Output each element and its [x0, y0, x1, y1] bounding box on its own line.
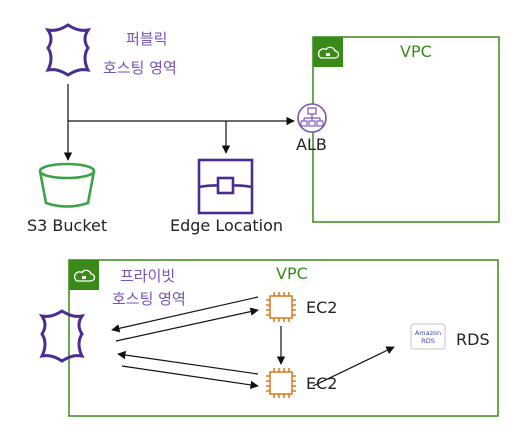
private-hosting-label-line2: 호스팅 영역 [112, 290, 186, 308]
vpc-top-label: VPC [400, 42, 432, 61]
s3-bucket-label: S3 Bucket [27, 216, 108, 235]
route53-private-shield-icon [38, 309, 86, 363]
vpc-bottom-label: VPC [276, 264, 308, 283]
public-hosting-label-line2: 호스팅 영역 [103, 59, 177, 77]
vpc-top-cloud-icon [313, 37, 343, 67]
public-hosting-label-line1: 퍼블릭 [126, 30, 168, 48]
private-connectors [111, 296, 395, 390]
route53-public-shield-icon [44, 23, 92, 77]
alb-icon [297, 103, 327, 133]
edge-location-icon [197, 158, 254, 215]
vpc-bottom-cloud-icon [69, 260, 99, 290]
vpc-top-box [312, 36, 500, 223]
private-hosting-label-line1: 프라이빗 [120, 267, 176, 285]
rds-badge-line2: RDS [421, 337, 435, 345]
ec2-bottom-label: EC2 [306, 374, 338, 393]
public-connectors [63, 84, 295, 161]
vpc-bottom-box [68, 259, 499, 417]
alb-label: ALB [296, 135, 327, 154]
rds-label: RDS [456, 330, 490, 349]
rds-badge-icon: Amazon RDS [410, 323, 446, 350]
ec2-top-label: EC2 [306, 298, 338, 317]
ec2-top-chip-icon [266, 292, 296, 322]
s3-bucket-icon [38, 162, 96, 208]
edge-location-label: Edge Location [170, 216, 284, 235]
rds-badge-line1: Amazon [415, 329, 441, 337]
ec2-bottom-chip-icon [266, 368, 296, 398]
